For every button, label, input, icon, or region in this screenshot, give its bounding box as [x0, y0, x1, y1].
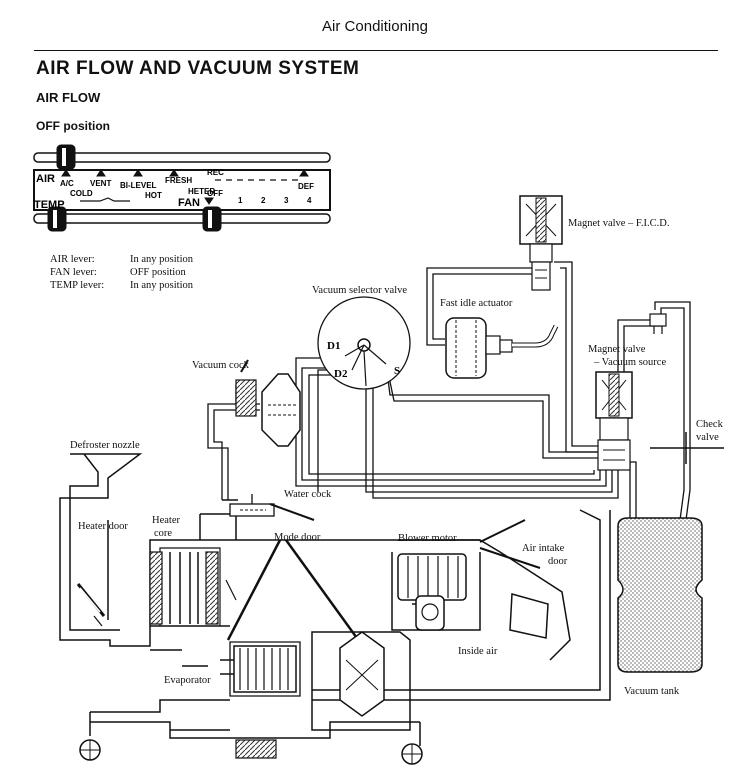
position-title: OFF position: [36, 119, 110, 133]
port-s-label: S: [394, 365, 400, 377]
defroster-nozzle-label: Defroster nozzle: [70, 440, 140, 451]
vent-mark: VENT: [90, 179, 111, 188]
magnet-valve-vacuum-source: [595, 371, 633, 471]
fast-idle-actuator: [445, 317, 559, 379]
check-valve: [649, 313, 724, 464]
magnet-valve-vacuum-sub-label: – Vacuum source: [594, 357, 667, 368]
heater-core: [149, 551, 219, 625]
vacuum-tank-label: Vacuum tank: [624, 686, 680, 697]
fan-speed-4: 4: [307, 196, 312, 205]
magnet-valve-ficd-label: Magnet valve – F.I.C.D.: [568, 218, 670, 229]
section-subtitle: AIR FLOW: [36, 90, 101, 105]
air-lever-slot: [33, 152, 331, 163]
air-intake-door-label: Air intake: [522, 543, 565, 554]
magnet-valve-ficd: [519, 195, 563, 291]
vacuum-tank: [617, 517, 703, 673]
lever-list: AIR lever: In any position FAN lever: OFF …: [50, 253, 193, 292]
inside-air-label: Inside air: [458, 646, 498, 657]
port-d1-label: D1: [327, 340, 340, 352]
heater-door: [76, 583, 106, 627]
port-d2-label: D2: [334, 368, 348, 380]
lever-position: In any position: [130, 280, 193, 291]
intake-door-actuator: [339, 631, 385, 717]
lever-position: OFF position: [130, 267, 186, 278]
vacuum-selector-valve-label: Vacuum selector valve: [312, 285, 408, 296]
evaporator: [220, 645, 297, 693]
vacuum-cock: [235, 359, 301, 447]
check-valve-label: Check: [696, 419, 723, 430]
vacuum-cock-label: Vacuum cock: [192, 360, 249, 371]
water-cock: [229, 494, 315, 521]
mode-door-label: Mode door: [274, 532, 321, 543]
heter-mark: HETER: [188, 187, 215, 196]
lever-row: TEMP lever: In any position: [50, 279, 193, 292]
blower-motor-label: Blower motor: [398, 533, 457, 544]
lever-name: FAN lever:: [50, 267, 97, 278]
water-cock-label: Water cock: [284, 489, 332, 500]
blower-motor: [397, 553, 467, 631]
heater-core-label: Heater: [152, 515, 180, 526]
panel-face: [33, 169, 331, 211]
cold-mark: COLD: [70, 189, 93, 198]
outlet-vents: [79, 739, 423, 765]
air-intake-door-sub-label: door: [548, 556, 568, 567]
heater-door-label: Heater door: [78, 521, 128, 532]
bilevel-mark: BI-LEVEL: [120, 181, 157, 190]
temp-lever-slot: [33, 213, 331, 224]
section-header: Air Conditioning: [322, 18, 428, 35]
lever-row: FAN lever: OFF position: [50, 266, 193, 279]
lever-position: In any position: [130, 254, 193, 265]
lever-row: AIR lever: In any position: [50, 253, 193, 266]
header-rule: [34, 50, 718, 51]
fresh-mark: FRESH: [165, 176, 192, 185]
temp-label: TEMP: [34, 199, 65, 211]
temp-scale: [80, 197, 130, 202]
page-title: AIR FLOW AND VACUUM SYSTEM: [36, 58, 360, 79]
def-mark: DEF: [298, 182, 314, 191]
lever-name: AIR lever:: [50, 254, 95, 265]
heater-core-sub-label: core: [154, 528, 173, 539]
evaporator-label: Evaporator: [164, 675, 211, 686]
off-mark: OFF: [207, 189, 223, 198]
fan-speed-3: 3: [284, 196, 289, 205]
fan-speed-2: 2: [261, 196, 266, 205]
vacuum-selector-valve: [317, 296, 411, 390]
fan-label: FAN: [178, 197, 200, 209]
check-valve-sub-label: valve: [696, 432, 719, 443]
rec-mark: REC: [207, 168, 224, 177]
magnet-valve-vacuum-label: Magnet valve: [588, 344, 646, 355]
ac-mark: A/C: [60, 179, 74, 188]
fan-speed-1: 1: [238, 196, 243, 205]
air-label: AIR: [36, 173, 55, 185]
control-panel: [33, 144, 331, 232]
hot-mark: HOT: [145, 191, 162, 200]
lever-name: TEMP lever:: [50, 280, 105, 291]
fast-idle-actuator-label: Fast idle actuator: [440, 298, 513, 309]
